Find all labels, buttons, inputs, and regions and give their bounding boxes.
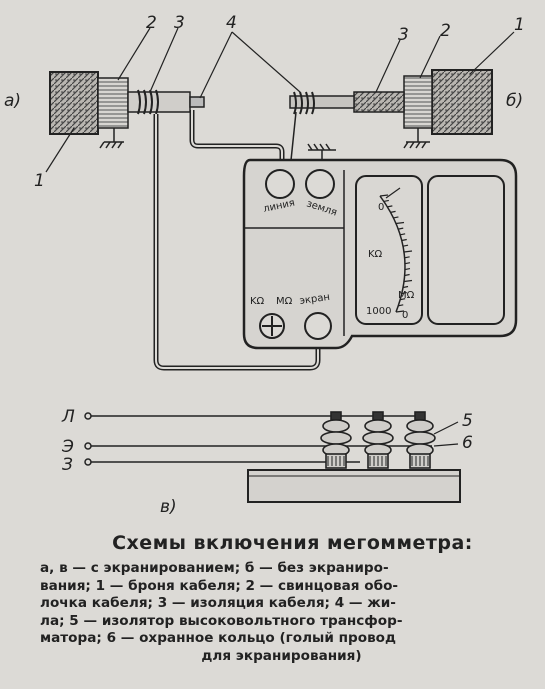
cable-armor-left [49, 71, 99, 135]
lead-sheath-right [403, 75, 433, 129]
terminal-ground[interactable] [305, 169, 335, 199]
insulation-right [353, 91, 405, 113]
caption-line: вания; 1 — броня кабеля; 2 — свинцовая о… [40, 577, 399, 594]
scale-tick [395, 310, 405, 313]
scale-tick [398, 304, 404, 307]
scale-tick [401, 291, 407, 295]
label-6: 6 [462, 433, 473, 453]
insulator [320, 411, 352, 469]
label-5: 5 [462, 411, 473, 431]
scale-tick [390, 210, 396, 213]
scale-tick [393, 216, 399, 219]
lead-sheath-left [97, 77, 129, 129]
scale-tick [401, 238, 407, 242]
guard-coil-left [137, 89, 159, 115]
ground-symbol-right [403, 128, 430, 149]
scale-tick [404, 262, 411, 265]
scheme-v [84, 411, 461, 503]
label-Z: З [62, 455, 73, 475]
insulator [362, 411, 394, 469]
terminal-screen[interactable] [304, 312, 332, 340]
terminal-screen-label: экран [299, 292, 331, 307]
scale-tick [387, 205, 393, 208]
scale-zero-bottom: 0 [402, 310, 408, 321]
label-2-left: 2 [146, 13, 157, 33]
label-L: Л [61, 407, 75, 427]
ground-symbol-left [99, 128, 124, 149]
scale-tick [400, 298, 406, 301]
cable-armor-right [431, 69, 493, 135]
cable-right [289, 69, 493, 149]
label-3-right: 3 [398, 25, 409, 45]
scale-zero-top: 0 [378, 202, 384, 213]
scale-tick [383, 199, 389, 203]
scale-kohm-label: KΩ [368, 249, 383, 260]
caption-line: лочка кабеля; 3 — изоляция кабеля; 4 — ж… [40, 595, 396, 612]
insulator [404, 411, 436, 469]
pointer [385, 187, 401, 199]
label-b: б) [506, 91, 523, 111]
core-right [289, 95, 355, 109]
scale-1000: 1000 [366, 306, 391, 317]
scale-mohm-label: MΩ [398, 290, 415, 301]
figure-caption: Схемы включения мегомметра: а, в — с экр… [0, 532, 545, 666]
caption-line: а, в — с экранированием; б — без экранир… [40, 560, 389, 576]
scale-ticks [379, 194, 413, 313]
cable-left [49, 71, 205, 149]
scale-tick [403, 250, 413, 253]
scale-tick [395, 221, 405, 225]
scale-tick [400, 233, 406, 236]
caption-body: а, в — с экранированием; б — без экранир… [0, 560, 545, 666]
caption-line: матора; 6 — охранное кольцо (голый прово… [40, 630, 396, 647]
scale-tick [398, 227, 404, 230]
scale-tick [379, 194, 389, 197]
scale-tick [403, 279, 413, 283]
scale-tick [404, 273, 410, 277]
megohmmeter: 0 KΩ MΩ 1000 0 линия земля KΩ MΩ экран [242, 158, 518, 350]
insulators [320, 411, 436, 469]
label-4: 4 [226, 13, 237, 33]
label-v: в) [160, 497, 177, 517]
label-E1: Э [61, 437, 74, 457]
coil-right [293, 91, 315, 115]
caption-line: ла; 5 — изолятор высоковольтного трансфо… [40, 612, 403, 629]
scale-tick [404, 256, 410, 259]
switch-kohm-label: KΩ [250, 296, 265, 307]
scale-window [355, 175, 423, 325]
scale-tick [404, 267, 411, 271]
wires [153, 110, 336, 371]
range-switch[interactable] [259, 313, 285, 339]
cover-window [427, 175, 505, 325]
label-1-left: 1 [34, 171, 45, 191]
label-1-right: 1 [514, 15, 525, 35]
scale-tick [402, 285, 409, 289]
caption-line: для экранирования) [201, 647, 362, 664]
core-left [189, 96, 205, 108]
terminal-line[interactable] [265, 169, 295, 199]
label-leaders [45, 27, 515, 173]
caption-title: Схемы включения мегомметра: [112, 532, 473, 554]
megohmmeter-connection-diagram: 0 KΩ MΩ 1000 0 линия земля KΩ MΩ экран а… [4, 13, 525, 517]
label-2-right: 2 [440, 21, 451, 41]
transformer-lid [247, 469, 461, 503]
scale-tick [402, 244, 409, 247]
label-3-left: 3 [174, 13, 185, 33]
label-a: а) [4, 91, 21, 111]
switch-mohm-label: MΩ [276, 296, 293, 307]
